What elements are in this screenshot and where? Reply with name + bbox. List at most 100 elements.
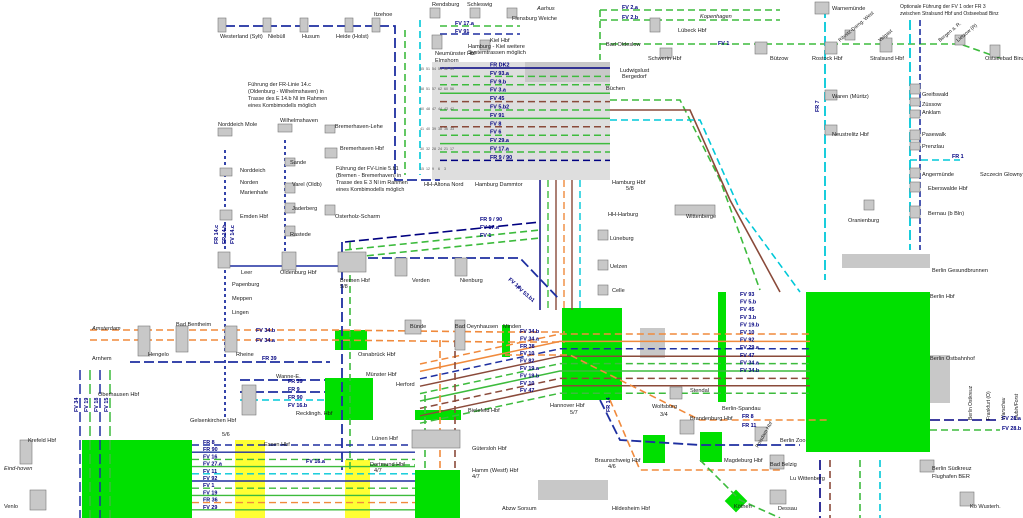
berlin-bundle-label: FV 93: [740, 292, 754, 298]
hub-essen: [235, 440, 265, 518]
hannover-bundle: [419, 355, 810, 387]
station-rastede: [284, 225, 296, 237]
station-label-oberhausen: Oberhausen Hbf: [98, 392, 139, 398]
station-label-waren: Waren (Müritz): [832, 94, 869, 100]
station-label-warschau: Warschau: [1001, 397, 1007, 420]
station-label-wanne: Wanne-E.: [276, 374, 301, 380]
hh-line-label: FR DK2: [490, 63, 509, 69]
station-label-berlin_spandau: Berlin-Spandau: [722, 406, 761, 412]
station-label-bad_belzig: Bad Belzig: [770, 462, 797, 468]
track-number: 39: [432, 127, 436, 131]
station-varel: [284, 182, 296, 194]
station-label-dortmund: Dortmund Hbf: [370, 462, 405, 468]
hub-ostbahnhof: [930, 355, 950, 403]
station-label-uelzen: Uelzen: [610, 264, 627, 270]
station-wilhelmshaven: [277, 123, 293, 133]
station-neustrelitz: [824, 124, 838, 136]
fv28-label: FV 28.a: [1002, 416, 1022, 422]
hannover-bundle-label: FR 38: [520, 344, 535, 350]
fv8-label: FR 11: [742, 423, 756, 429]
hub-gesundbrunnen: [842, 254, 930, 268]
station-label-schleswig: Schleswig: [467, 2, 492, 8]
track-number: 42: [450, 107, 454, 111]
ruhr-line-label: FV 1: [203, 483, 214, 489]
station-label-buetzow: Bützow: [770, 56, 789, 62]
station-label-abzw_sorsum: Abzw Sorsum: [502, 506, 537, 512]
station-label-muenster: Münster Hbf: [366, 372, 397, 378]
han-berlin-orange: [505, 354, 830, 421]
station-bremen: [337, 251, 367, 273]
hub-dortmund: [345, 460, 370, 518]
station-label-minden: Minden: [503, 324, 521, 330]
hh-line-label: FV 17.a: [490, 147, 510, 153]
berlin-bundle-label: FV 34.b: [740, 368, 760, 374]
west-vertical-label: FV 15: [104, 398, 110, 412]
station-label-wittenberge: Wittenberge: [686, 214, 716, 220]
station-label-eindhoven: Eind-hoven: [4, 466, 32, 472]
station-label-angermuende: Angermünde: [922, 172, 954, 178]
station-label-sande: Sande: [290, 160, 306, 166]
station-buende: [404, 319, 422, 335]
station-label-bergedorf: Bergedorf: [622, 74, 647, 80]
hildesheim-line: [609, 399, 780, 471]
hub-hamm: [415, 470, 460, 518]
station-label-jaderberg: Jaderberg: [292, 206, 317, 212]
station-label-brandenburg: Brandenburg Hbf: [690, 416, 733, 422]
bremen-line: [344, 229, 541, 251]
note-fv51: eines Kombimodells möglich: [336, 187, 404, 193]
station-label-wilhelmshaven: Wilhelmshaven: [280, 118, 318, 124]
station-label-bremen: Bremen Hbf: [340, 278, 370, 284]
station-greifswald: [909, 83, 921, 95]
ruhr-line-label: FV 11: [203, 469, 217, 475]
hh-line-label: FR 9 / 90: [490, 155, 512, 161]
note-fv51: Trasse des E 3 Nl im Rahmen: [336, 180, 408, 186]
ruhr-upper-label: FV 16.b: [288, 403, 308, 409]
fv28-label: FV 28.b: [1002, 426, 1022, 432]
station-label-eberswalde: Eberswalde Hbf: [928, 186, 968, 192]
station-label-krefeld: Krefeld Hbf: [28, 438, 56, 444]
hh-line-label: FV 9.b: [490, 79, 507, 85]
station-label-berlin_ostkreuz: Berlin Ostkreuz: [968, 385, 974, 420]
station-rheine: [224, 325, 238, 353]
station-label-lu_wittenberg: Lu Wittenberg: [790, 476, 825, 482]
station-label-westerland: Westerland (Sylt): [220, 34, 263, 40]
station-label-stendal: Stendal: [690, 388, 709, 394]
station-label-magdeburg: Magdeburg Hbf: [724, 458, 763, 464]
station-celle: [597, 284, 609, 296]
station-label-herford: Herford: [396, 382, 415, 388]
track-number: 32: [426, 147, 430, 151]
ruhr-upper-label: FR 90: [288, 395, 303, 401]
track-number: 48: [426, 107, 430, 111]
station-label-rheine: Rheine: [236, 352, 254, 358]
station-label-guben: Gubin/Forst: [1014, 393, 1020, 420]
track-number: 17: [450, 147, 454, 151]
station-warnemuende: [814, 1, 830, 15]
track-number: 52: [444, 67, 448, 71]
berlin-bundle-label: FV 34.a: [740, 360, 760, 366]
station-label-lueneburg: Lüneburg: [610, 236, 634, 242]
note-fv51: (Bremen - Bremerhaven) in: [336, 173, 401, 179]
station-bad_bentheim: [175, 325, 189, 353]
station-niebuell: [262, 17, 272, 33]
hh-line-label: FV 29.a: [490, 138, 510, 144]
track-number: 41: [420, 127, 424, 131]
ruhr-line-label: FV 92: [203, 476, 217, 482]
berlin-bundle-label: FV 5.b: [740, 300, 757, 306]
station-label-gelsenkirchen: Gelsenkirchen Hbf: [190, 418, 236, 424]
hub-bielefeld: [415, 410, 461, 420]
station-jaderberg: [284, 202, 296, 214]
station-stendal: [669, 386, 683, 400]
station-ostseebad_binz: [989, 44, 1001, 58]
station-label-rendsburg: Rendsburg: [432, 2, 459, 8]
station-label-norddeich_mole: Norddeich Mole: [218, 122, 257, 128]
station-norddeich: [219, 167, 233, 177]
station-label-marienhafe: Marienhafe: [240, 190, 268, 196]
hub-koethen: [724, 489, 748, 513]
fr14c-label: FR 14.c: [214, 225, 220, 244]
station-heide: [344, 17, 354, 33]
hh-line-label: FV 6: [490, 130, 501, 136]
track-number: 33: [450, 127, 454, 131]
hannover-bundle-label: FV 10: [520, 381, 534, 387]
hannover-bundle-label: FV 19.a: [520, 366, 540, 372]
station-wittenberge: [674, 204, 716, 216]
